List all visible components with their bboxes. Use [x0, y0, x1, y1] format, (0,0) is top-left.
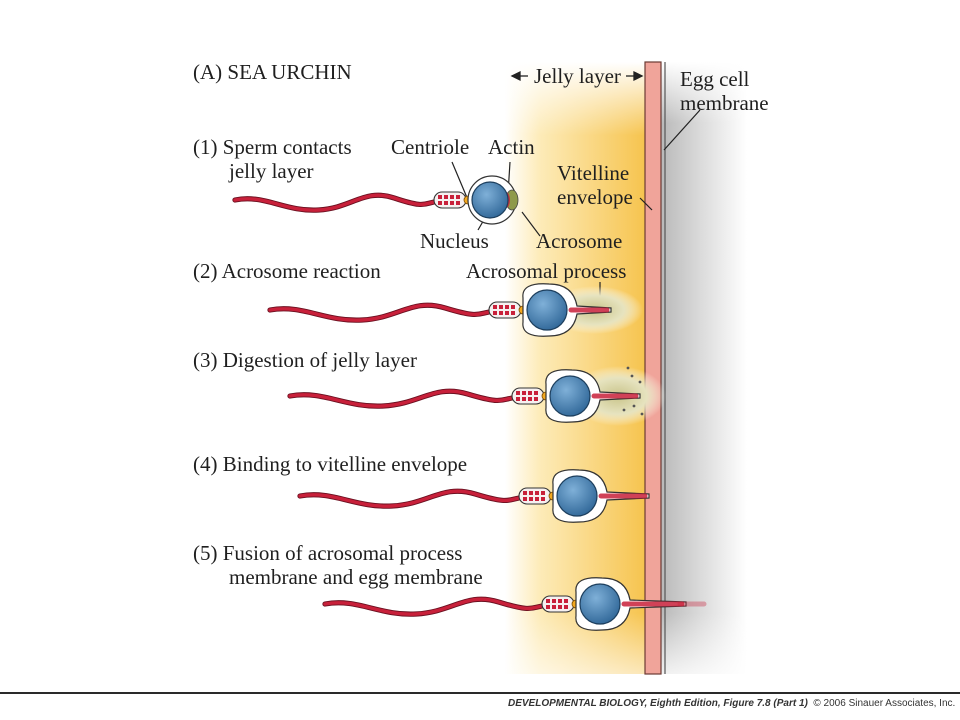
caption-copyright: © 2006 Sinauer Associates, Inc.: [813, 698, 956, 709]
digested-jelly-dot: [622, 408, 626, 412]
nucleus: [579, 583, 621, 625]
digested-jelly-dot: [632, 404, 636, 408]
step-3-label: (3) Digestion of jelly layer: [193, 348, 417, 372]
nucleus: [471, 181, 509, 219]
caption-rule: [0, 692, 960, 694]
vitelline-label-line2: envelope: [557, 185, 633, 209]
nucleus: [526, 289, 568, 331]
digested-jelly-dot: [630, 374, 634, 378]
nucleus-label: Nucleus: [420, 229, 489, 253]
step-5-line1: (5) Fusion of acrosomal process: [193, 541, 463, 565]
sperm-step-2: [267, 283, 643, 337]
sperm-cells: [232, 175, 707, 631]
step-1-line1: (1) Sperm contacts: [193, 135, 352, 159]
acrosomal-process-label: Acrosomal process: [466, 259, 627, 283]
caption-book: DEVELOPMENTAL BIOLOGY, Eighth Edition, F…: [508, 698, 808, 709]
egg-membrane-label-line2: membrane: [680, 91, 769, 115]
jelly-layer-label: Jelly layer: [534, 64, 621, 88]
vitelline-label-line1: Vitelline: [557, 161, 630, 185]
sperm-step-5: [322, 577, 707, 631]
sperm-step-3: [287, 366, 666, 426]
midpiece: [511, 387, 545, 405]
midpiece: [488, 301, 522, 319]
step-1-line2: jelly layer: [229, 159, 314, 183]
figure-caption: DEVELOPMENTAL BIOLOGY, Eighth Edition, F…: [508, 698, 955, 709]
sperm-step-4: [297, 469, 650, 523]
digested-jelly-dot: [638, 380, 642, 384]
nucleus: [549, 375, 591, 417]
egg-membrane-label-line1: Egg cell: [680, 67, 750, 91]
step-4-label: (4) Binding to vitelline envelope: [193, 452, 468, 476]
sperm-step-1: [232, 175, 519, 225]
digested-jelly-dot: [626, 366, 630, 370]
nucleus: [556, 475, 598, 517]
actin-label: Actin: [488, 135, 535, 159]
step-2-label: (2) Acrosome reaction: [193, 259, 381, 283]
panel-title: (A) SEA URCHIN: [193, 60, 352, 84]
step-5-line2: membrane and egg membrane: [229, 565, 483, 589]
midpiece: [433, 191, 467, 209]
centriole-label: Centriole: [391, 135, 470, 159]
acrosome-label: Acrosome: [536, 229, 623, 253]
midpiece: [541, 595, 575, 613]
midpiece: [518, 487, 552, 505]
vitelline-envelope-band: [644, 61, 662, 675]
digested-jelly-dot: [640, 412, 644, 416]
jelly-layer-arrows: [510, 70, 644, 82]
